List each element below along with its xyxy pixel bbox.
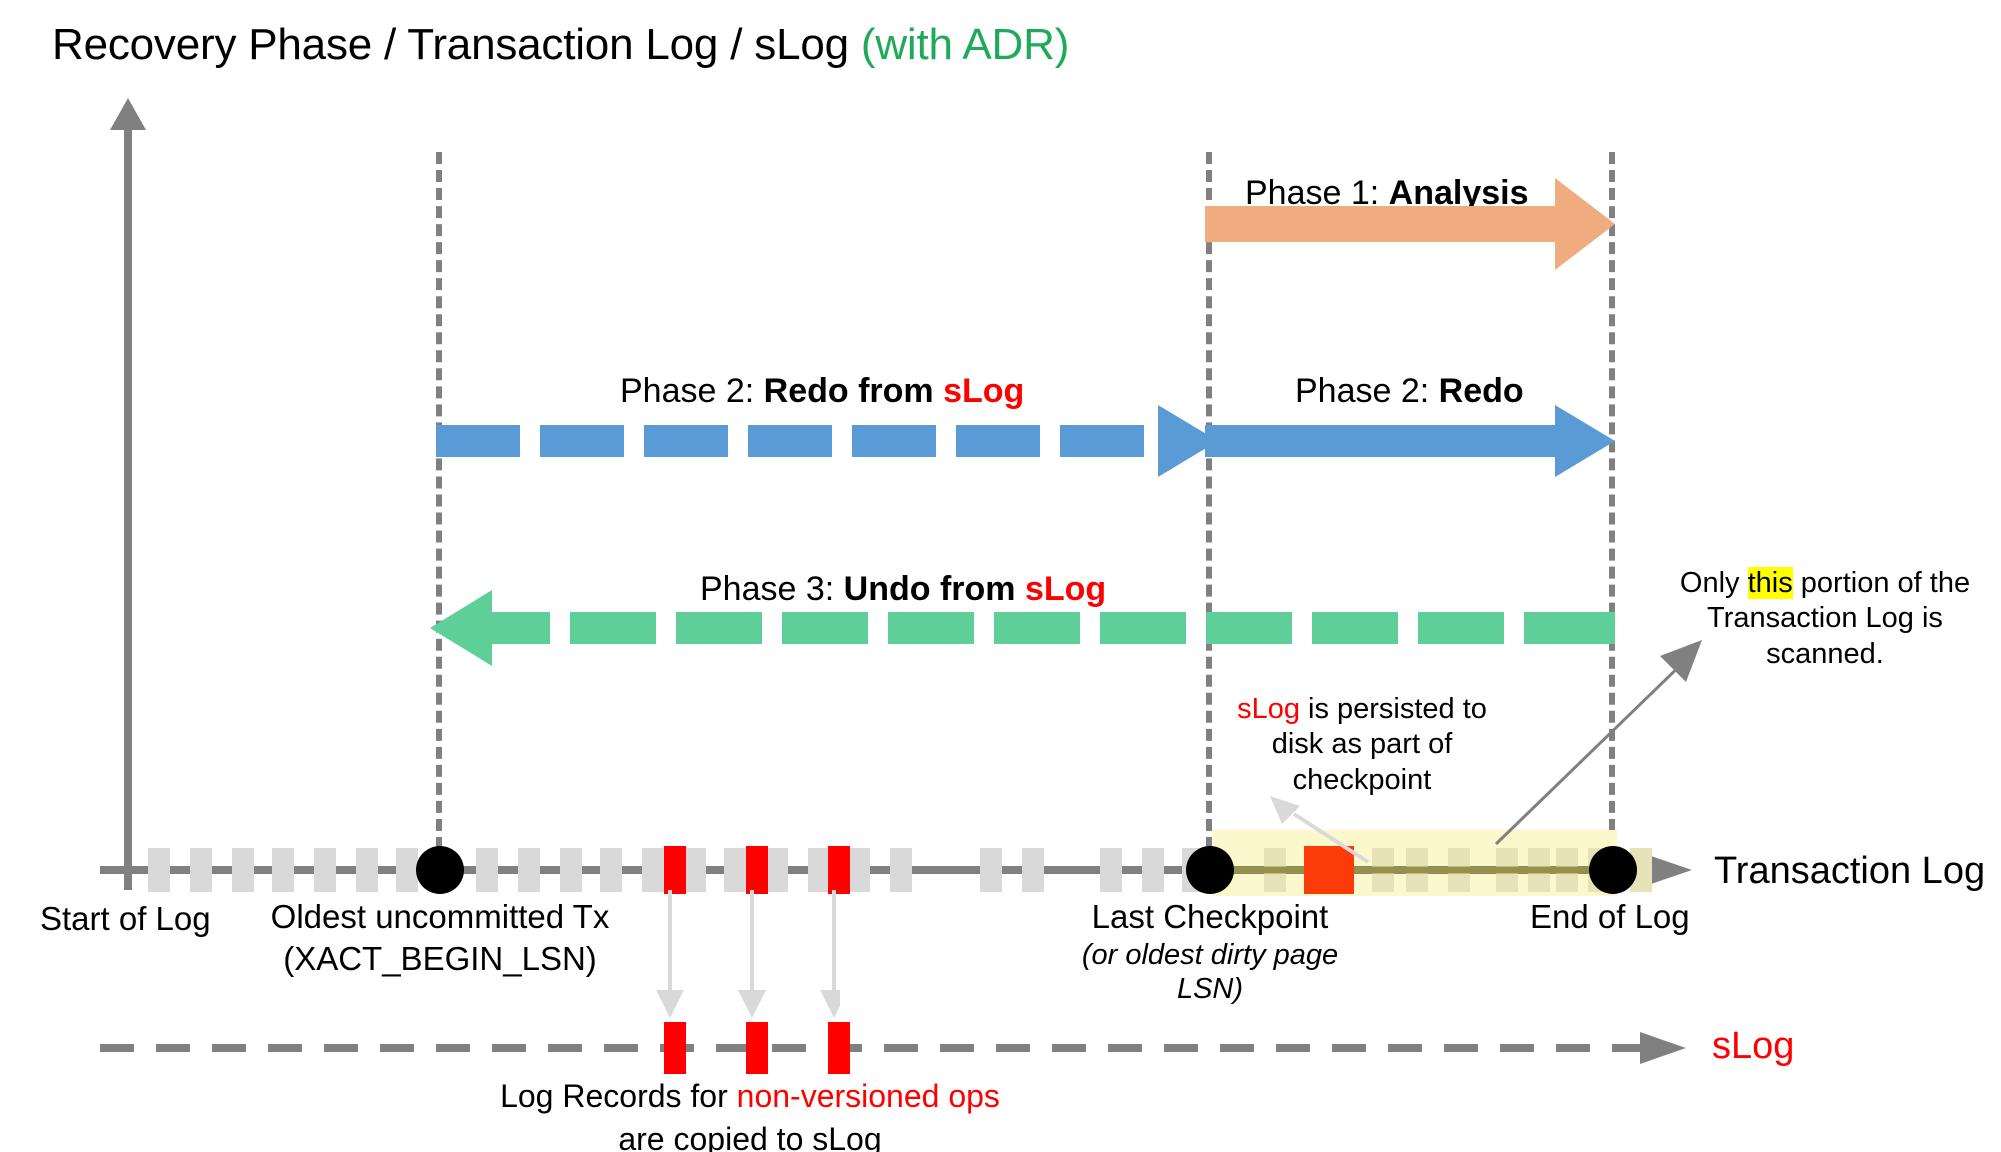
scanned-region-leader-arrow	[1494, 640, 1702, 846]
scan-note-line2: Transaction Log is scanned.	[1707, 602, 1943, 670]
marker-last-checkpoint: Last Checkpoint (or oldest dirty page LS…	[1010, 898, 1410, 1005]
phase-2a-prefix: Phase 2:	[620, 372, 764, 410]
checkpoint-note-line3: checkpoint	[1292, 763, 1432, 796]
scanned-region-note: Only this portion of the Transaction Log…	[1650, 566, 2000, 672]
checkpoint-note-line2: disk as part of	[1271, 728, 1453, 761]
guide-last-checkpoint	[1206, 152, 1212, 867]
marker-start-of-log: Start of Log	[40, 900, 211, 937]
phase-2-redo-arrow	[1205, 405, 1615, 477]
transaction-log-timeline	[100, 846, 1692, 894]
phase-3-undo-from-slog-label: Phase 3: Undo from sLog	[700, 570, 1106, 609]
scan-note-pre: Only	[1679, 567, 1748, 599]
checkpoint-note-slog: sLog	[1237, 693, 1300, 725]
slog-caption-line2: are copied to sLog	[618, 1121, 882, 1152]
last-checkpoint-dot	[1186, 846, 1234, 894]
guide-end-of-log	[1609, 152, 1615, 867]
marker-oldest-tx-line2: (XACT_BEGIN_LSN)	[283, 940, 597, 977]
slog-copy-leaders	[656, 890, 840, 1018]
guide-oldest-uncommitted-tx	[436, 152, 442, 867]
scan-note-highlight: this	[1747, 567, 1793, 599]
phase-3-prefix: Phase 3:	[700, 570, 844, 608]
phase-2-redo-from-slog-label: Phase 2: Redo from sLog	[620, 372, 1024, 411]
marker-last-checkpoint-sub2: LSN)	[1176, 973, 1244, 1005]
page-title: Recovery Phase / Transaction Log / sLog …	[52, 20, 1069, 70]
phase-3-undo-from-slog-arrow	[430, 590, 1615, 666]
y-axis-line	[124, 125, 132, 890]
phase-3-slog: sLog	[1024, 570, 1107, 608]
phase-1-prefix: Phase 1:	[1245, 174, 1389, 212]
checkpoint-note-line1: is persisted to	[1299, 693, 1487, 725]
scan-note-post: portion of the	[1792, 567, 1971, 599]
phase-1-analysis-arrow	[1205, 178, 1615, 270]
slog-caption: Log Records for non-versioned ops are co…	[460, 1078, 1040, 1152]
non-versioned-log-record	[664, 846, 850, 894]
end-of-log-dot	[1589, 846, 1637, 894]
phase-2b-bold: Redo	[1438, 372, 1524, 410]
phase-2-redo-from-slog-arrow	[436, 405, 1218, 477]
slog-caption-red: non-versioned ops	[736, 1078, 1000, 1114]
slog-record	[664, 1022, 850, 1074]
y-axis-arrowhead	[110, 98, 146, 130]
phase-2a-bold: Redo from	[763, 372, 944, 410]
slog-timeline	[100, 1022, 1686, 1074]
marker-oldest-tx-line1: Oldest uncommitted Tx	[270, 898, 610, 935]
phase-2-redo-label: Phase 2: Redo	[1295, 372, 1524, 411]
slog-caption-pre: Log Records for	[500, 1078, 737, 1114]
marker-last-checkpoint-title: Last Checkpoint	[1091, 898, 1329, 935]
checkpoint-note-leader-arrow	[1270, 796, 1370, 864]
title-main: Recovery Phase / Transaction Log / sLog	[52, 20, 861, 69]
phase-1-analysis-label: Phase 1: Analysis	[1245, 174, 1529, 213]
marker-oldest-uncommitted-tx: Oldest uncommitted Tx (XACT_BEGIN_LSN)	[240, 898, 640, 977]
checkpoint-note: sLog is persisted to disk as part of che…	[1212, 692, 1512, 798]
phase-3-bold: Undo from	[843, 570, 1025, 608]
phase-2b-prefix: Phase 2:	[1295, 372, 1439, 410]
title-adr-suffix: (with ADR)	[860, 20, 1070, 69]
checkpoint-slog-record	[1304, 846, 1354, 894]
phase-2a-slog: sLog	[943, 372, 1025, 410]
marker-end-of-log: End of Log	[1530, 898, 1690, 935]
slog-axis-label: sLog	[1712, 1025, 1795, 1067]
oldest-uncommitted-tx-dot	[416, 846, 464, 894]
transaction-log-axis-label: Transaction Log	[1714, 850, 1986, 892]
marker-last-checkpoint-sub1: (or oldest dirty page	[1081, 939, 1339, 971]
phase-1-bold: Analysis	[1388, 174, 1529, 212]
